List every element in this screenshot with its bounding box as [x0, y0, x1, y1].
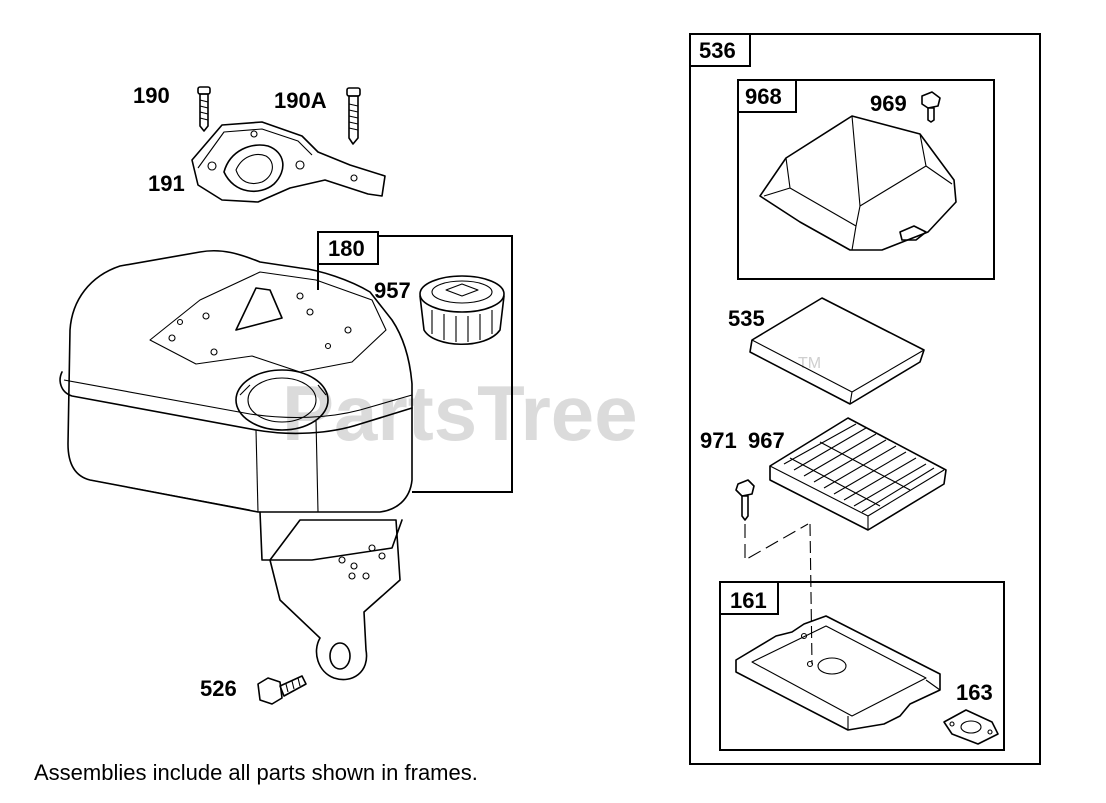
screw-190a-drawing — [346, 87, 361, 145]
bolt-526-drawing — [257, 675, 307, 705]
screw-971-drawing — [735, 479, 813, 665]
watermark: PartsTree — [282, 369, 638, 457]
part-label-535: 535 — [728, 306, 765, 331]
screw-190-drawing — [197, 86, 211, 132]
air-cleaner-base-drawing — [735, 615, 941, 731]
footnote: Assemblies include all parts shown in fr… — [34, 760, 478, 785]
frame-161 — [719, 581, 1005, 751]
part-label-526: 526 — [200, 676, 237, 701]
air-cleaner-cover-drawing — [759, 115, 957, 251]
air-filter-967-drawing — [769, 417, 947, 531]
part-label-967: 967 — [748, 428, 785, 453]
frame-968 — [737, 79, 995, 280]
part-label-190: 190 — [133, 83, 170, 108]
part-label-191: 191 — [148, 171, 185, 196]
fuel-tank-drawing — [59, 249, 413, 561]
gasket-191-drawing — [191, 121, 386, 203]
frame-968-tag — [737, 79, 797, 113]
part-label-968: 968 — [745, 84, 782, 109]
gasket-163-drawing — [943, 709, 999, 745]
part-label-163: 163 — [956, 680, 993, 705]
part-label-957: 957 — [374, 278, 411, 303]
fuel-cap-957-drawing — [419, 275, 505, 346]
frame-161-tag — [719, 581, 779, 615]
screw-969-drawing — [921, 91, 941, 123]
frame-180 — [318, 235, 513, 493]
frame-536 — [689, 33, 1041, 765]
part-label-190a: 190A — [274, 88, 327, 113]
pre-cleaner-535-drawing — [749, 297, 925, 405]
part-label-536: 536 — [699, 38, 736, 63]
watermark-trademark: TM — [798, 355, 821, 372]
frame-536-tag — [689, 33, 751, 67]
part-label-969: 969 — [870, 91, 907, 116]
part-label-971: 971 — [700, 428, 737, 453]
frame-180-tag — [317, 231, 379, 265]
part-label-180: 180 — [328, 236, 365, 261]
tank-bracket-drawing — [269, 519, 401, 681]
part-label-161: 161 — [730, 588, 767, 613]
